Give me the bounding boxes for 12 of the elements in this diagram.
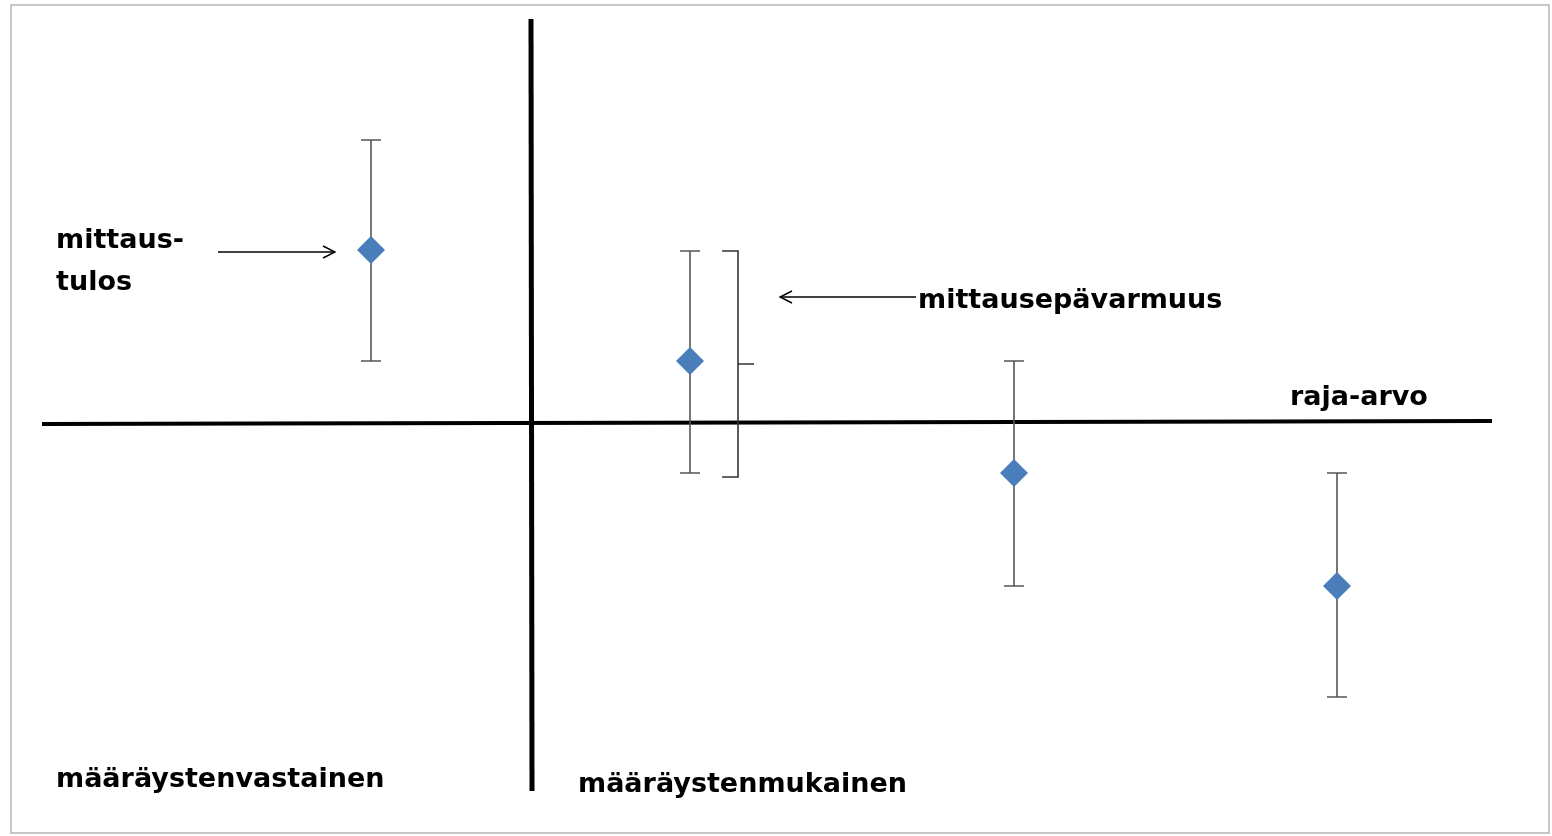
- data-point-marker: [1323, 572, 1351, 600]
- callout-text: mittaus- tulos: [56, 218, 216, 302]
- axis-label: raja-arvo: [1290, 379, 1428, 413]
- axis-label: määräystenmukainen: [578, 766, 907, 800]
- axis-label: määräystenvastainen: [56, 761, 385, 795]
- arrow: [217, 245, 336, 259]
- data-point-marker: [1000, 459, 1028, 487]
- uncertainty-bracket: [720, 250, 754, 478]
- data-point-marker: [676, 347, 704, 375]
- data-point-marker: [357, 236, 385, 264]
- callout-text: mittausepävarmuus: [918, 278, 1298, 318]
- arrow: [779, 290, 917, 304]
